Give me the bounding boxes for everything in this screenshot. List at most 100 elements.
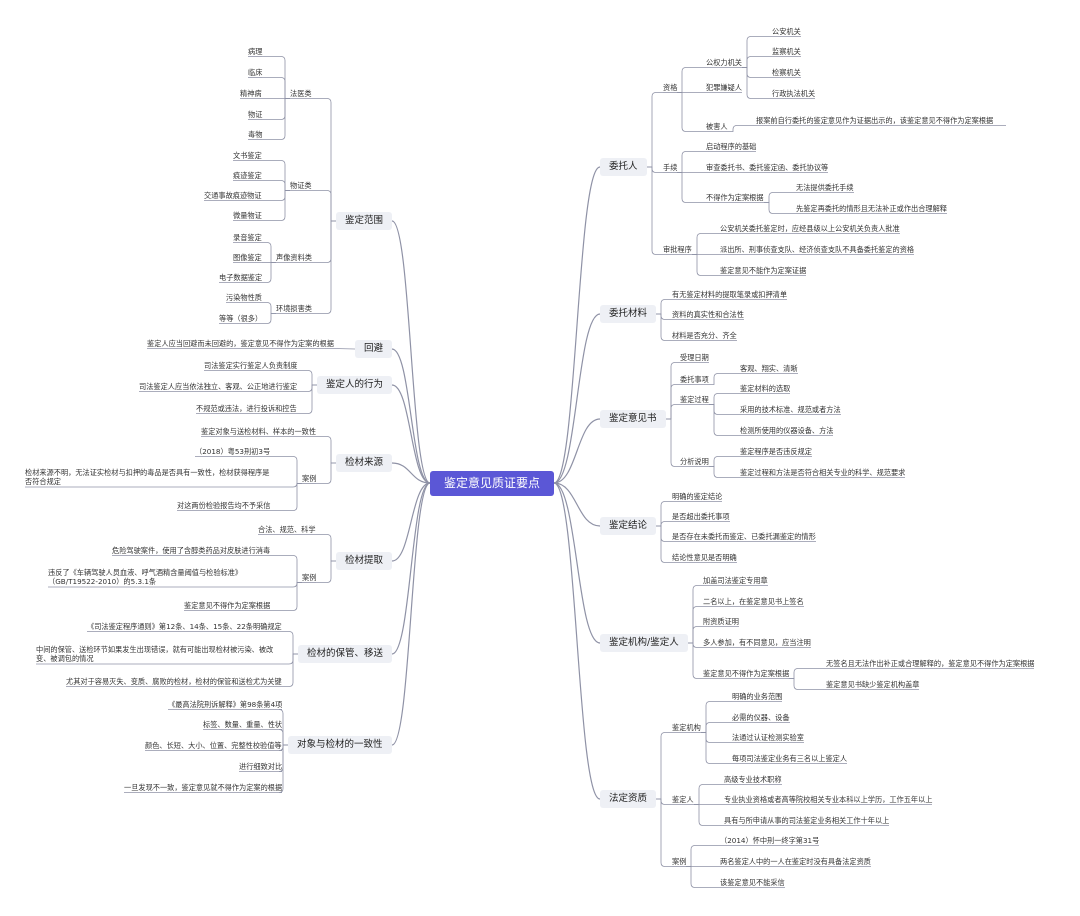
branch-node-l6[interactable]: 法定资质 [600,790,657,808]
leaf-node-r4a[interactable]: 鉴定对象与送检材料、样本的一致性 [201,426,317,436]
leaf-node-r1c1[interactable]: 录音鉴定 [233,232,262,242]
leaf-node-l3c[interactable]: 鉴定过程 [680,394,709,404]
leaf-node-l6b[interactable]: 鉴定人 [672,794,694,804]
leaf-node-l5c[interactable]: 附资质证明 [703,616,739,626]
leaf-node-l4a[interactable]: 明确的鉴定结论 [672,491,723,501]
leaf-node-l6a4[interactable]: 每项司法鉴定业务有三名以上鉴定人 [732,753,848,763]
leaf-node-l3c3[interactable]: 检测所使用的仪器设备、方法 [740,425,834,435]
leaf-node-r4b1[interactable]: （2018）粤53刑初3号 [195,446,271,456]
leaf-node-r1d[interactable]: 环境损害类 [276,303,312,313]
leaf-node-l5e[interactable]: 鉴定意见不得作为定案根据 [703,668,790,678]
leaf-node-l6b1[interactable]: 高级专业技术职称 [724,774,782,784]
leaf-node-r7a[interactable]: 《最高法院刑诉解释》第98条第4项 [168,699,283,709]
leaf-node-r2a[interactable]: 鉴定人应当回避而未回避的，鉴定意见不得作为定案的根据 [147,338,334,348]
leaf-node-r5a[interactable]: 合法、规范、科学 [258,524,316,534]
leaf-node-l3d1[interactable]: 鉴定程序是否违反规定 [740,446,812,456]
leaf-node-r1a2[interactable]: 临床 [248,67,263,77]
leaf-node-r4b3[interactable]: 对这两份检验报告均不予采信 [177,500,271,510]
leaf-node-r6a[interactable]: 《司法鉴定程序通则》第12条、14条、15条、22条明确规定 [87,621,282,631]
branch-node-l1[interactable]: 委托人 [600,158,647,176]
leaf-node-r1b4[interactable]: 微量物证 [233,210,262,220]
leaf-node-l1b3a[interactable]: 无法提供委托手续 [796,182,854,192]
branch-node-l5[interactable]: 鉴定机构/鉴定人 [600,634,688,652]
leaf-node-r1b3[interactable]: 交通事故痕迹物证 [204,190,262,200]
leaf-node-r6c[interactable]: 尤其对于容易灭失、变质、腐败的检材，检材的保管和送检尤为关键 [66,676,282,686]
leaf-node-l1a1c[interactable]: 检察机关 [772,67,801,77]
leaf-node-l4c[interactable]: 是否存在未委托而鉴定、已委托漏鉴定的情形 [672,531,816,541]
branch-node-l4[interactable]: 鉴定结论 [600,517,657,535]
leaf-node-l6a3[interactable]: 法通过认证检测实验室 [732,732,804,742]
leaf-node-l5a[interactable]: 加盖司法鉴定专用章 [703,575,768,585]
leaf-node-r1b2[interactable]: 痕迹鉴定 [233,170,262,180]
leaf-node-l2a[interactable]: 有无鉴定材料的提取笔录或扣押清单 [672,289,788,299]
leaf-node-l6b2[interactable]: 专业执业资格或者高等院校相关专业本科以上学历，工作五年以上 [724,794,933,804]
branch-node-r6[interactable]: 检材的保管、移送 [298,645,393,663]
leaf-node-r1b[interactable]: 物证类 [290,180,312,190]
branch-node-r4[interactable]: 检材来源 [336,454,393,472]
leaf-node-l6c2[interactable]: 两名鉴定人中的一人在鉴定时没有具备法定资质 [720,856,871,866]
leaf-node-r7e[interactable]: 一旦发现不一致，鉴定意见就不得作为定案的根据 [124,782,283,792]
leaf-node-l5b[interactable]: 二名以上，在鉴定意见书上签名 [703,596,804,606]
leaf-node-l3d[interactable]: 分析说明 [680,456,709,466]
leaf-node-l5e1[interactable]: 无签名且无法作出补正或合理解释的，鉴定意见不得作为定案根据 [826,658,1035,668]
leaf-node-r5b[interactable]: 案例 [302,572,317,582]
leaf-node-r4b[interactable]: 案例 [302,473,317,483]
leaf-node-r1c[interactable]: 声像资料类 [276,252,312,262]
leaf-node-l1a2[interactable]: 犯罪嫌疑人 [706,82,742,92]
leaf-node-l1a1[interactable]: 公权力机关 [706,57,742,67]
leaf-node-l4d[interactable]: 结论性意见是否明确 [672,552,737,562]
leaf-node-r1a1[interactable]: 病理 [248,46,263,56]
leaf-node-l1a1d[interactable]: 行政执法机关 [772,88,816,98]
leaf-node-l1a3a[interactable]: 报案前自行委托的鉴定意见作为证据出示的，该鉴定意见不得作为定案根据 [756,115,994,125]
leaf-node-l1c2[interactable]: 派出所、刑事侦查支队、经济侦查支队不具备委托鉴定的资格 [720,244,915,254]
leaf-node-l3b1[interactable]: 客观、翔实、清晰 [740,363,798,373]
leaf-node-l3c2[interactable]: 采用的技术标准、规范或者方法 [740,404,841,414]
branch-node-r1[interactable]: 鉴定范围 [336,212,393,230]
leaf-node-l2b[interactable]: 资料的真实性和合法性 [672,309,744,319]
leaf-node-r1c2[interactable]: 图像鉴定 [233,252,262,262]
leaf-node-r7c[interactable]: 颜色、长短、大小、位置、完整性校验值等 [145,740,282,750]
leaf-node-r1c3[interactable]: 电子数据鉴定 [219,272,263,282]
leaf-node-r1a4[interactable]: 物证 [248,109,263,119]
leaf-node-l1b3b[interactable]: 先鉴定再委托的情形且无法补正或作出合理解释 [796,203,947,213]
leaf-node-r1b1[interactable]: 文书鉴定 [233,150,262,160]
leaf-node-l6c1[interactable]: （2014）怀中刑一终字第31号 [720,835,820,845]
leaf-node-l1a1b[interactable]: 监察机关 [772,46,801,56]
leaf-node-l6a2[interactable]: 必需的仪器、设备 [732,712,790,722]
leaf-node-l1c1[interactable]: 公安机关委托鉴定时，应经县级以上公安机关负责人批准 [720,223,900,233]
leaf-node-r5b2[interactable]: 违反了《车辆驾驶人员血液、呼气酒精含量阈值与检验标准》（GB/T19522-20… [48,568,243,586]
leaf-node-l1a3[interactable]: 被害人 [706,121,728,131]
leaf-node-r1d2[interactable]: 等等（很多） [219,313,263,323]
leaf-node-l3a[interactable]: 受理日期 [680,352,709,362]
leaf-node-r3a[interactable]: 司法鉴定实行鉴定人负责制度 [204,360,298,370]
branch-node-r7[interactable]: 对象与检材的一致性 [288,736,392,754]
leaf-node-l1c[interactable]: 审批程序 [663,244,692,254]
leaf-node-l1b2[interactable]: 审查委托书、委托鉴定函、委托协议等 [706,162,829,172]
leaf-node-l1b3[interactable]: 不得作为定案根据 [706,192,764,202]
leaf-node-l1b[interactable]: 手续 [663,162,678,172]
leaf-node-r5b1[interactable]: 危险驾驶案件，使用了含醇类药品对皮肤进行消毒 [112,545,271,555]
leaf-node-r1a[interactable]: 法医类 [290,88,312,98]
leaf-node-l6c3[interactable]: 该鉴定意见不能采信 [720,877,785,887]
leaf-node-l3d2[interactable]: 鉴定过程和方法是否符合相关专业的科学、规范要求 [740,467,906,477]
leaf-node-l1b1[interactable]: 启动程序的基础 [706,141,757,151]
leaf-node-l1c3[interactable]: 鉴定意见不能作为定案证据 [720,265,807,275]
leaf-node-l2c[interactable]: 材料是否充分、齐全 [672,330,737,340]
leaf-node-l6c[interactable]: 案例 [672,856,687,866]
leaf-node-r1d1[interactable]: 污染物性质 [226,292,262,302]
leaf-node-r7b[interactable]: 标签、数量、重量、性状 [203,719,283,729]
leaf-node-r4b2[interactable]: 检材来源不明，无法证实检材与扣押的毒品是否具有一致性，检材获得程序是否符合规定 [25,468,270,486]
leaf-node-l3b[interactable]: 委托事项 [680,374,709,384]
root-node[interactable]: 鉴定意见质证要点 [430,470,555,496]
branch-node-r3[interactable]: 鉴定人的行为 [317,376,393,394]
leaf-node-r1a3[interactable]: 精神病 [240,88,262,98]
leaf-node-r6b[interactable]: 中间的保管、送检环节如果发生出现错误，就有可能出现检材被污染、被改变、被调包的情… [36,645,274,663]
branch-node-r5[interactable]: 检材提取 [336,552,393,570]
leaf-node-r7d[interactable]: 进行细致对比 [239,761,283,771]
leaf-node-l5e2[interactable]: 鉴定意见书缺少鉴定机构盖章 [826,679,920,689]
leaf-node-r5b3[interactable]: 鉴定意见不得作为定案根据 [184,600,271,610]
leaf-node-r3c[interactable]: 不规范或违法，进行投诉和控告 [196,403,297,413]
leaf-node-l1a1a[interactable]: 公安机关 [772,26,801,36]
branch-node-l3[interactable]: 鉴定意见书 [600,410,666,428]
leaf-node-r1a5[interactable]: 毒物 [248,129,263,139]
